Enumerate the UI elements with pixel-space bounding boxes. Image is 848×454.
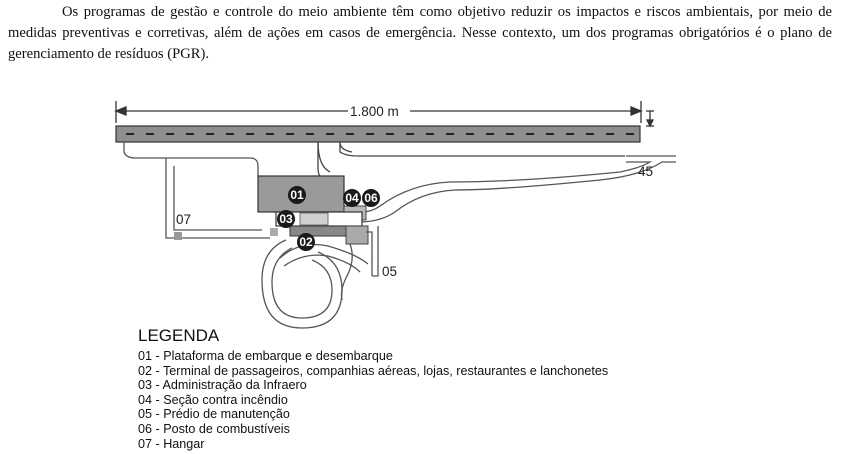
marker-06: 06 (362, 189, 380, 207)
loop-road-outer (261, 239, 343, 329)
runway-dimension-line (114, 101, 655, 128)
svg-text:03: 03 (279, 212, 293, 226)
svg-text:02: 02 (299, 235, 313, 249)
hangar-block (174, 232, 182, 240)
svg-text:06: 06 (364, 191, 378, 205)
access-road-east (359, 155, 676, 213)
runway (115, 125, 641, 143)
runway-length-label: 1.800 m (350, 104, 399, 119)
marker-03: 03 (277, 210, 295, 228)
perimeter-road-west (123, 142, 259, 176)
svg-text:04: 04 (345, 191, 359, 205)
intro-paragraph: Os programas de gestão e controle do mei… (8, 4, 832, 62)
legend-item: 06 - Posto de combustíveis (138, 421, 290, 436)
loop-road-inner (279, 243, 369, 265)
legend-title: LEGENDA (138, 326, 220, 345)
legend-item: 02 - Terminal de passageiros, companhias… (138, 363, 609, 378)
label-07: 07 (176, 212, 191, 227)
access-road-05 (366, 226, 379, 277)
taxiway-connector (317, 142, 625, 179)
legend-list: 01 - Plataforma de embarque e desembarqu… (138, 349, 608, 451)
legend-item: 05 - Prédio de manutenção (138, 407, 290, 422)
legend-item: 07 - Hangar (138, 436, 205, 451)
marker-04: 04 (343, 189, 361, 207)
marker-01: 01 (288, 186, 306, 204)
label-45: 45 (638, 164, 653, 179)
svg-text:01: 01 (290, 188, 304, 202)
label-05: 05 (382, 264, 397, 279)
legend-item: 03 - Administração da Infraero (138, 378, 307, 393)
legend-item: 01 - Plataforma de embarque e desembarqu… (138, 349, 393, 363)
legend-item: 04 - Seção contra incêndio (138, 392, 288, 407)
marker-02: 02 (297, 233, 315, 251)
